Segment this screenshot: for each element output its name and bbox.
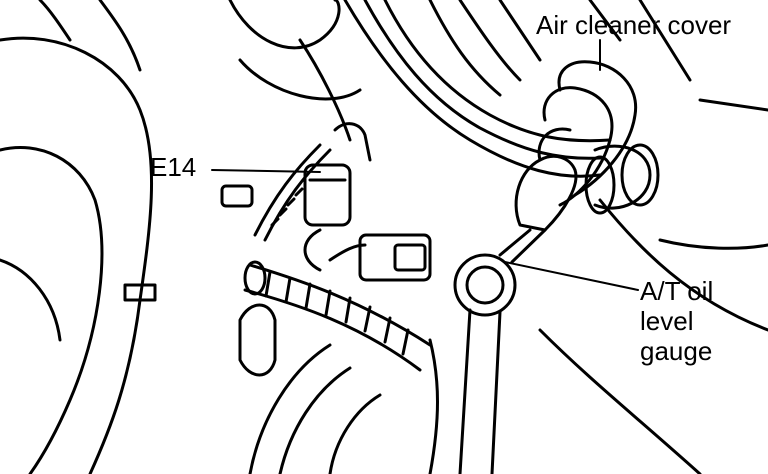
label-at-oil-level-gauge: A/T oil level gauge xyxy=(640,276,760,366)
label-at-line-2: level xyxy=(640,306,694,336)
leader-e14 xyxy=(211,169,321,173)
harness-connector-block xyxy=(303,228,432,282)
leader-lines xyxy=(211,39,639,291)
right-body-contour xyxy=(538,98,768,474)
upper-hose xyxy=(228,0,362,142)
label-air-cleaner-cover: Air cleaner cover xyxy=(536,10,732,40)
at-gauge-handle xyxy=(453,127,578,474)
body-panel xyxy=(0,0,254,474)
leader-at-gauge xyxy=(504,261,639,291)
label-at-line-1: A/T oil xyxy=(640,276,714,306)
label-e14: E14 xyxy=(150,152,197,182)
e14-connector xyxy=(253,122,372,242)
air-cleaner-clamp xyxy=(542,60,660,215)
corrugated-harness xyxy=(243,260,432,372)
lower-hoses xyxy=(238,303,439,474)
label-at-line-3: gauge xyxy=(640,336,713,366)
